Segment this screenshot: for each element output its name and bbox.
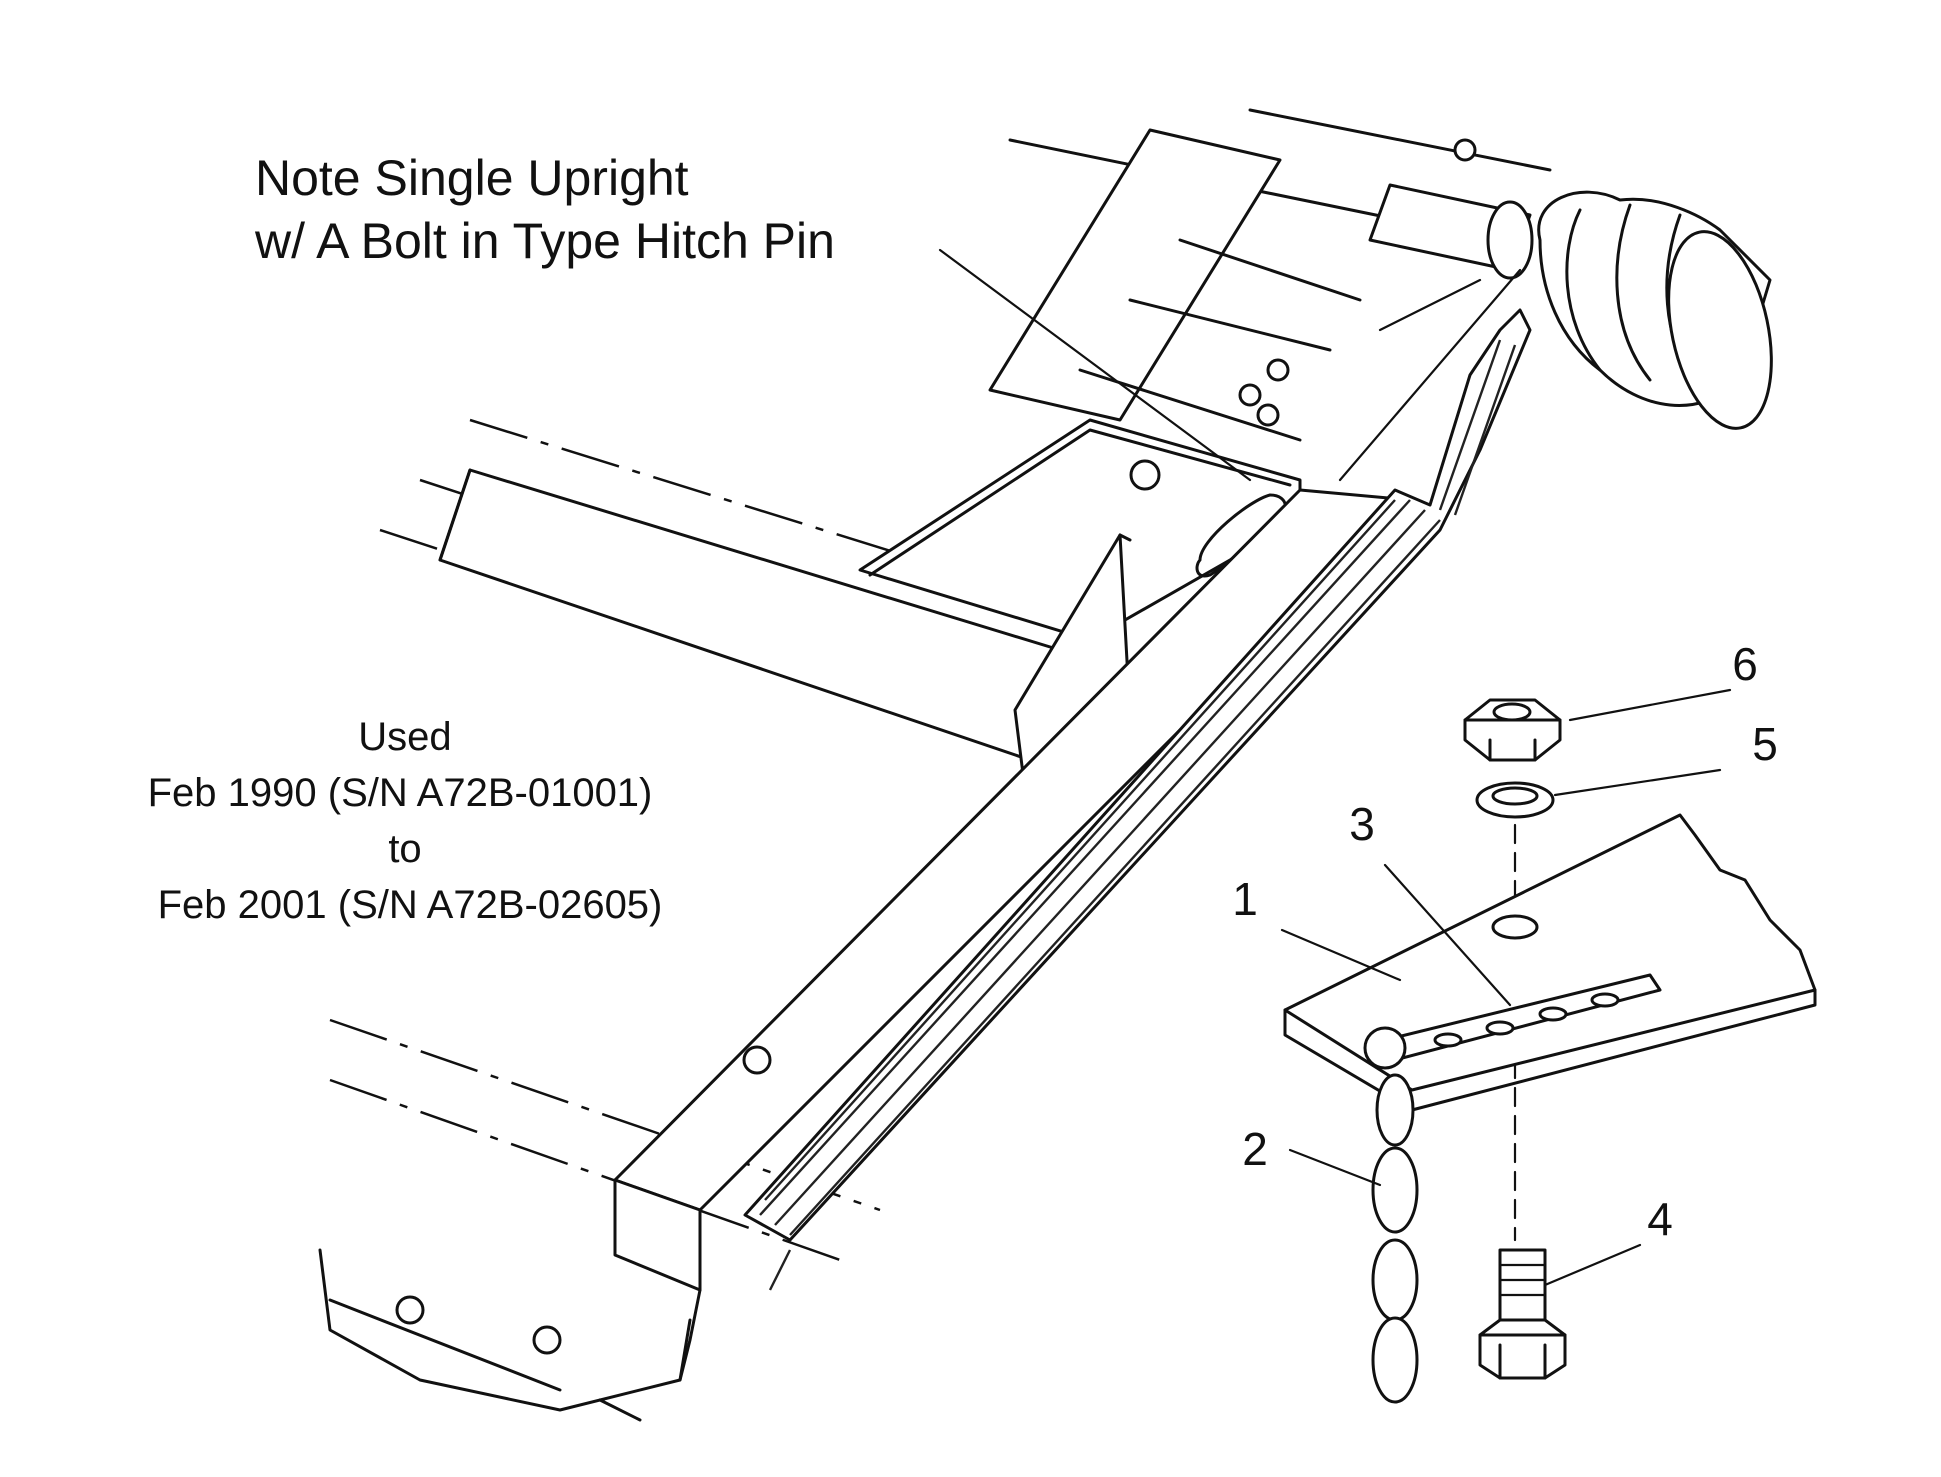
usage-line-1: Used xyxy=(358,715,451,759)
usage-line-4: Feb 2001 (S/N A72B-02605) xyxy=(158,883,663,927)
note-line-2: w/ A Bolt in Type Hitch Pin xyxy=(254,213,835,269)
hitch-plate-part xyxy=(1283,813,1817,1112)
lock-washer xyxy=(1475,781,1555,819)
upright-frame xyxy=(988,128,1362,442)
callout-3: 3 xyxy=(1349,798,1375,850)
usage-line-3: to xyxy=(388,827,421,871)
drive-shaft xyxy=(1368,183,1534,280)
tractor-tire xyxy=(1537,190,1773,430)
callout-5: 5 xyxy=(1752,718,1778,770)
side-rail xyxy=(395,138,1477,1382)
chain-curtain xyxy=(743,268,1532,1291)
usage-line-2: Feb 1990 (S/N A72B-01001) xyxy=(148,771,653,815)
hitch-pin xyxy=(1363,973,1662,1070)
hex-nut xyxy=(1463,698,1562,762)
chain-links xyxy=(1371,1073,1419,1404)
callout-2: 2 xyxy=(1242,1123,1268,1175)
deck-outline xyxy=(318,108,1552,1422)
leader-lines xyxy=(938,248,1732,1287)
callout-1: 1 xyxy=(1232,873,1258,925)
callout-4: 4 xyxy=(1647,1193,1673,1245)
note-line-1: Note Single Upright xyxy=(255,150,689,206)
callout-6: 6 xyxy=(1732,638,1758,690)
hex-bolt xyxy=(1478,1248,1567,1380)
